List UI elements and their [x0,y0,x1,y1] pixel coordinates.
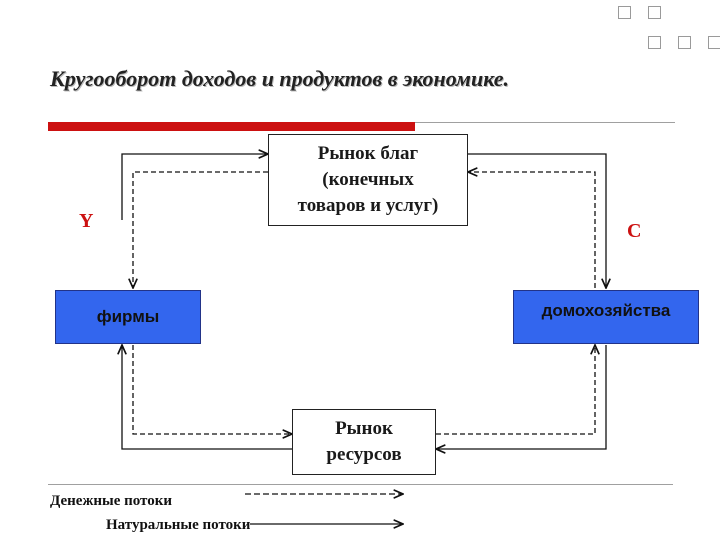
slide-title: Кругооборот доходов и продуктов в эконом… [50,66,509,91]
firms-box: фирмы [55,290,201,344]
goods-market-box: Рынок благ (конечных товаров и услуг) [268,134,468,226]
dashed-flow-goods-to-firms [133,171,268,288]
income-label: Y [79,210,94,232]
title-underline-red [48,122,415,131]
households-box: домохозяйства [513,290,699,344]
solid-flow-firms-to-goods [121,154,268,220]
decor-square-3 [648,36,661,49]
legend-divider [48,484,673,485]
legend-real-flows: Натуральные потоки [106,517,251,533]
decor-square-5 [708,36,720,49]
decor-square-1 [618,6,631,19]
dashed-flow-firms-to-resources [132,345,292,434]
goods-market-line-3: товаров и услуг) [297,195,439,216]
dashed-flow-households-to-goods [468,172,596,288]
dashed-flow-resources-to-households [436,345,595,435]
decor-square-4 [678,36,691,49]
resource-market-line-2: ресурсов [326,444,402,465]
resource-market-line-1: Рынок [335,418,393,439]
legend-money-flows: Денежные потоки [50,493,172,509]
title-underline-gray [415,122,675,123]
firms-label: фирмы [96,307,160,326]
consumption-label: C [627,220,642,242]
solid-flow-goods-to-households [468,153,606,288]
goods-market-line-2: (конечных [322,169,414,190]
solid-flow-resources-to-firms [122,345,292,450]
resource-market-box: Рынок ресурсов [292,409,436,475]
decor-square-2 [648,6,661,19]
solid-flow-households-to-resources [436,345,607,449]
goods-market-line-1: Рынок благ [317,143,419,164]
households-label: домохозяйства [541,301,671,320]
